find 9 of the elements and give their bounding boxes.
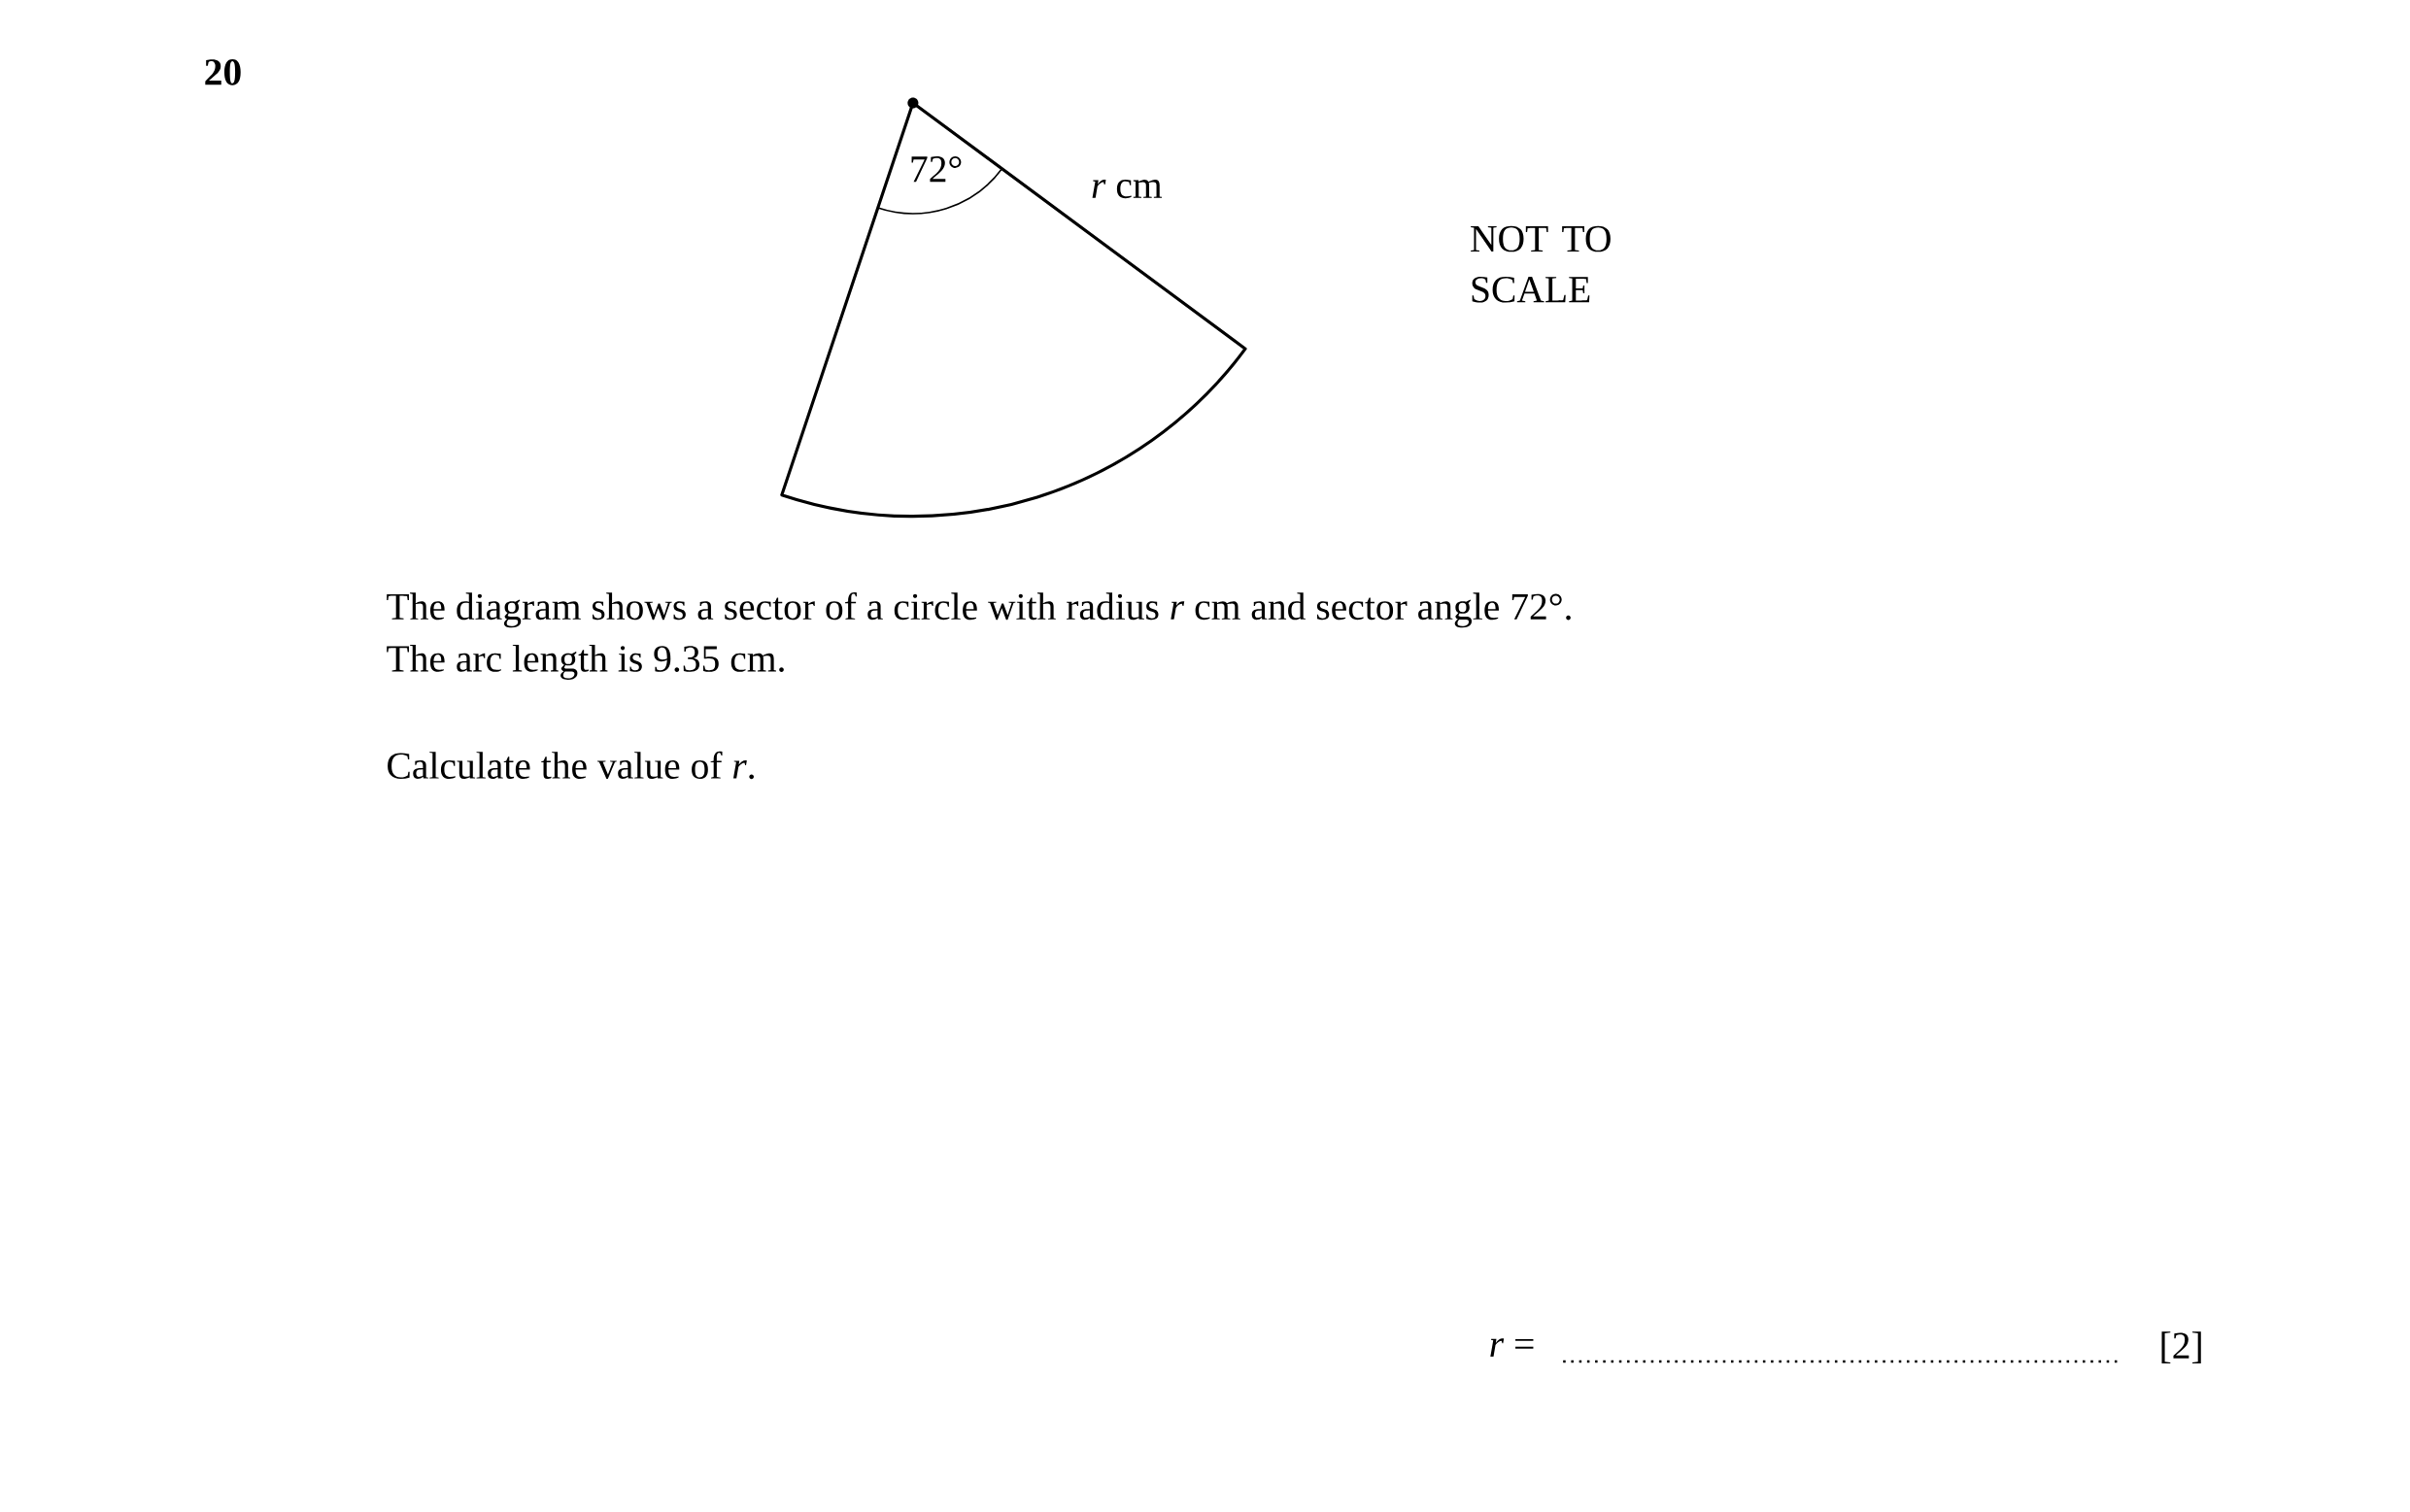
answer-label: r = — [1490, 1338, 1534, 1357]
note: NOT TO SCALE — [1471, 225, 1611, 303]
question-text: The arc length is 9.35 cm. — [387, 645, 784, 680]
angle-label: 72° — [911, 155, 962, 183]
question-number: 20 — [205, 59, 241, 85]
question-text: The diagram shows a sector of a circle with radius r cm and sector angle 72°. — [387, 592, 1571, 628]
mark-allocation: [2] — [2161, 1331, 2201, 1364]
side-label: r cm — [1092, 180, 1163, 199]
question-text: Calculate the value of r. — [388, 751, 754, 780]
